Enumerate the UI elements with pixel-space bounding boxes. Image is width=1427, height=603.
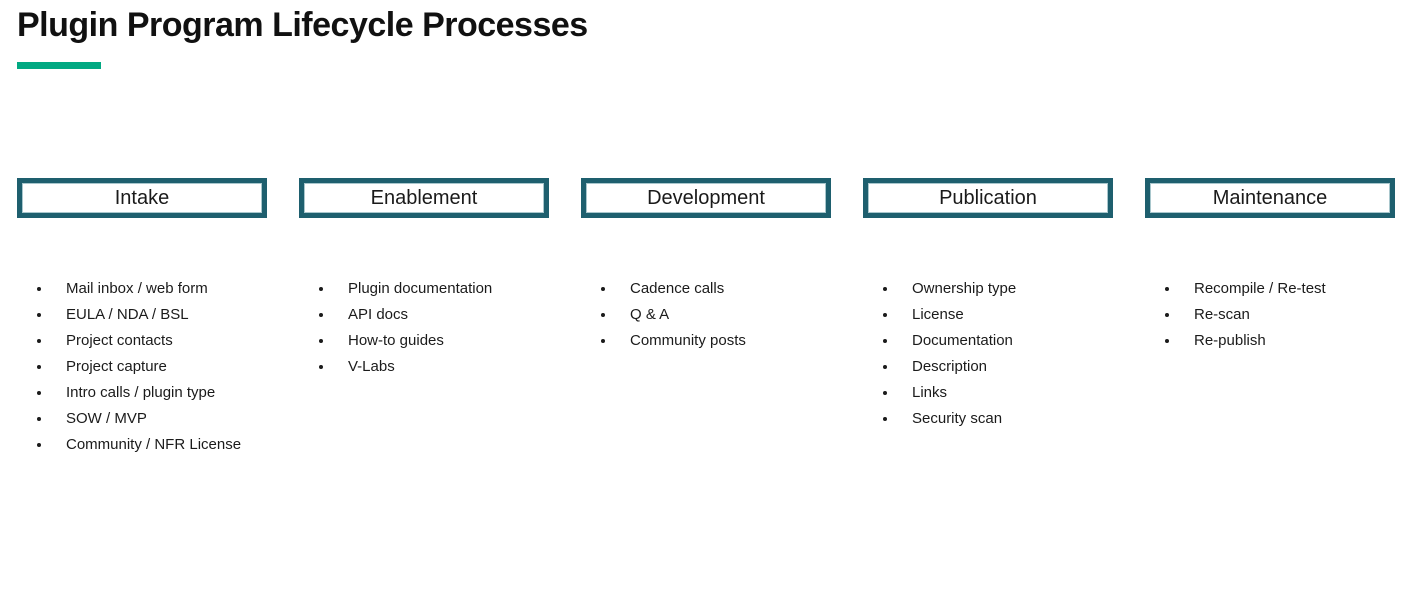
- list-item-label: API docs: [348, 306, 409, 323]
- list-item: How-to guides: [299, 328, 549, 354]
- lifecycle-column: Development Cadence calls Q & A Community …: [581, 178, 831, 458]
- list-item-label: Project contacts: [66, 332, 173, 349]
- list-item: Ownership type: [863, 276, 1113, 302]
- phase-header-box: Intake: [17, 178, 267, 218]
- phase-title: Maintenance: [1212, 186, 1328, 209]
- phase-title: Enablement: [370, 186, 478, 209]
- list-item-label: Community posts: [630, 332, 746, 349]
- list-item-label: Cadence calls: [630, 280, 725, 297]
- list-item: Community / NFR License: [17, 432, 267, 458]
- list-item-label: Community / NFR License: [66, 436, 242, 453]
- bullet-icon: [37, 365, 41, 369]
- list-item: Security scan: [863, 406, 1113, 432]
- phase-title: Development: [647, 186, 765, 209]
- bullet-icon: [37, 417, 41, 421]
- phase-header-box: Publication: [863, 178, 1113, 218]
- bullet-icon: [319, 313, 323, 317]
- bullet-icon: [37, 339, 41, 343]
- list-item-label: Q & A: [630, 306, 670, 323]
- list-item-label: Description: [912, 358, 988, 375]
- list-item: Project contacts: [17, 328, 267, 354]
- list-item: Mail inbox / web form: [17, 276, 267, 302]
- bullet-icon: [883, 287, 887, 291]
- list-item-label: SOW / MVP: [66, 410, 147, 427]
- list-item-label: Mail inbox / web form: [66, 280, 208, 297]
- list-item-label: License: [912, 306, 964, 323]
- bullet-icon: [883, 339, 887, 343]
- list-item: API docs: [299, 302, 549, 328]
- list-item-label: Intro calls / plugin type: [66, 384, 216, 401]
- list-item-label: Recompile / Re-test: [1194, 280, 1326, 297]
- phase-header-box: Maintenance: [1145, 178, 1395, 218]
- bullet-icon: [1165, 287, 1169, 291]
- bullet-icon: [319, 339, 323, 343]
- phase-list: Cadence calls Q & A Community posts: [581, 276, 831, 354]
- phase-header-box: Enablement: [299, 178, 549, 218]
- list-item: Plugin documentation: [299, 276, 549, 302]
- list-item: Links: [863, 380, 1113, 406]
- bullet-icon: [37, 443, 41, 447]
- list-item-label: Security scan: [912, 410, 1003, 427]
- list-item: Community posts: [581, 328, 831, 354]
- bullet-icon: [601, 313, 605, 317]
- bullet-icon: [1165, 313, 1169, 317]
- bullet-icon: [601, 287, 605, 291]
- list-item: SOW / MVP: [17, 406, 267, 432]
- phase-title: Publication: [939, 186, 1037, 209]
- list-item: Project capture: [17, 354, 267, 380]
- bullet-icon: [37, 287, 41, 291]
- list-item-label: Documentation: [912, 332, 1013, 349]
- list-item: Documentation: [863, 328, 1113, 354]
- list-item: V-Labs: [299, 354, 549, 380]
- list-item: EULA / NDA / BSL: [17, 302, 267, 328]
- list-item: Cadence calls: [581, 276, 831, 302]
- list-item-label: Ownership type: [912, 280, 1017, 297]
- list-item: Description: [863, 354, 1113, 380]
- bullet-icon: [37, 313, 41, 317]
- bullet-icon: [883, 417, 887, 421]
- bullet-icon: [37, 391, 41, 395]
- list-item-label: Links: [912, 384, 948, 401]
- phase-header-box: Development: [581, 178, 831, 218]
- list-item-label: Plugin documentation: [348, 280, 493, 297]
- phase-title: Intake: [114, 186, 170, 209]
- bullet-icon: [319, 287, 323, 291]
- list-item: License: [863, 302, 1113, 328]
- list-item-label: Re-publish: [1194, 332, 1266, 349]
- list-item-label: V-Labs: [348, 358, 395, 375]
- bullet-icon: [883, 313, 887, 317]
- bullet-icon: [883, 365, 887, 369]
- bullet-icon: [601, 339, 605, 343]
- list-item-label: Project capture: [66, 358, 167, 375]
- list-item: Re-scan: [1145, 302, 1395, 328]
- list-item: Re-publish: [1145, 328, 1395, 354]
- bullet-icon: [1165, 339, 1169, 343]
- list-item-label: How-to guides: [348, 332, 444, 349]
- list-item: Recompile / Re-test: [1145, 276, 1395, 302]
- list-item: Intro calls / plugin type: [17, 380, 267, 406]
- bullet-icon: [883, 391, 887, 395]
- title-accent-bar: [17, 62, 101, 69]
- list-item-label: EULA / NDA / BSL: [66, 306, 189, 323]
- bullet-icon: [319, 365, 323, 369]
- page-title: Plugin Program Lifecycle Processes: [17, 6, 588, 44]
- list-item: Q & A: [581, 302, 831, 328]
- list-item-label: Re-scan: [1194, 306, 1250, 323]
